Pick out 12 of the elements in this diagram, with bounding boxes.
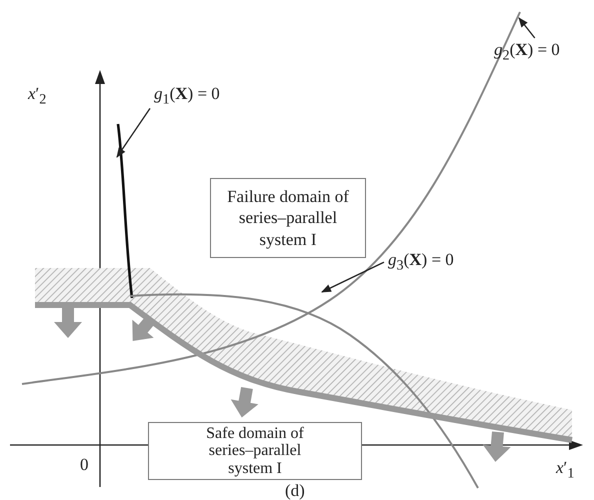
- axis-label: x′$_{2}$: [28, 84, 46, 108]
- curve-label: g$_{1}$(X) = 0: [154, 84, 220, 108]
- domain-label: Failure domain of series–parallel system I: [226, 186, 350, 250]
- curve-label: g$_{3}$(X) = 0: [388, 250, 454, 274]
- curve-label: g$_{2}$(X) = 0: [494, 40, 560, 64]
- leader-line: [321, 262, 384, 293]
- axis-label: x′$_{1}$: [556, 458, 574, 482]
- domain-label: Safe domain of series–parallel system I: [205, 424, 305, 478]
- figure-label: (d): [285, 481, 305, 500]
- leader-line: [518, 17, 536, 38]
- origin-label: 0: [80, 455, 88, 476]
- leader-line: [116, 108, 151, 158]
